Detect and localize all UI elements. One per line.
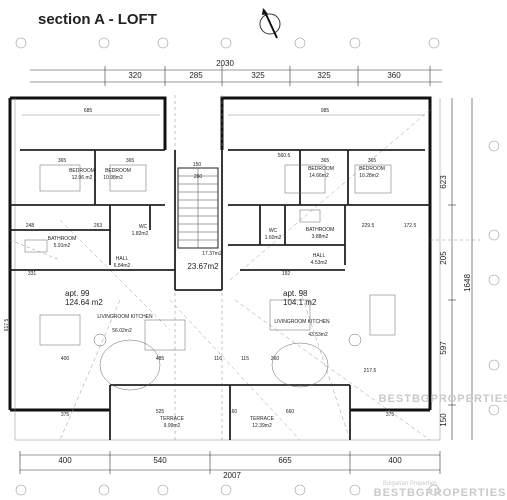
right-seg-2: 205 <box>439 251 448 265</box>
left-seg-1: 617.5 <box>4 319 10 332</box>
dim-365a: 365 <box>58 158 67 164</box>
dim-229: 229.5 <box>362 223 375 229</box>
watermark-right: BESTBGPROPERTIES <box>379 393 507 405</box>
dim-660: 660 <box>286 409 295 415</box>
bedroom-1-area: 12.06 m2 <box>72 175 93 181</box>
bottom-dimension-line <box>19 451 441 474</box>
bathroom-1-area: 5.91m2 <box>54 243 71 249</box>
dim-150: 150 <box>193 162 202 168</box>
bottom-seg-1: 400 <box>58 456 72 465</box>
dim-375a: 375 <box>61 412 70 418</box>
right-dimension-line <box>448 98 473 440</box>
apt-98-name: apt. 98 <box>283 289 308 298</box>
dim-160: 160 <box>229 409 238 415</box>
dim-985: 985 <box>321 108 330 114</box>
top-seg-3: 325 <box>251 71 265 80</box>
apt-99-area: 124.64 m2 <box>65 298 103 307</box>
dim-331: 331 <box>28 271 37 277</box>
bottom-seg-2: 540 <box>153 456 167 465</box>
apartment-labels: apt. 99 124.64 m2 apt. 98 104.1 m2 <box>65 289 317 307</box>
inner-dimension-labels: 685 985 365 365 560.5 365 365 260 150 24… <box>26 108 417 418</box>
living-1-label: LIVINGROOM KITCHEN <box>97 314 153 320</box>
dim-248: 248 <box>26 223 35 229</box>
dim-685: 685 <box>84 108 93 114</box>
dim-485: 485 <box>156 356 165 362</box>
bedroom-3-area: 14.66m2 <box>309 173 329 179</box>
top-total-dim: 2030 <box>216 59 234 68</box>
dim-172: 172.5 <box>404 223 417 229</box>
bedroom-2-area: 10.98m2 <box>103 175 123 181</box>
roof-lines <box>9 95 480 441</box>
stair-treads <box>178 168 218 248</box>
north-arrow-icon <box>259 8 281 39</box>
living-2-area: 43.53m2 <box>308 332 328 338</box>
dim-560: 560.5 <box>278 153 291 159</box>
hall-2-area: 4.53m2 <box>311 260 328 266</box>
top-seg-5: 360 <box>387 71 401 80</box>
hall-1-area: 6.84m2 <box>114 263 131 269</box>
room-labels: BEDROOM 12.06 m2 BEDROOM 10.98m2 BEDROOM… <box>48 166 385 429</box>
bedroom-4-label: BEDROOM <box>359 166 385 172</box>
bathroom-2-area: 3.88m2 <box>312 234 329 240</box>
terrace-2-area: 12.39m2 <box>252 423 272 429</box>
dim-365b: 365 <box>126 158 135 164</box>
slope-diagonals <box>59 109 431 441</box>
terrace-1-label: TERRACE <box>160 416 185 422</box>
grid-axes-top <box>15 37 440 49</box>
dim-217: 217.5 <box>364 368 377 374</box>
terrace-2-label: TERRACE <box>250 416 275 422</box>
furniture <box>24 164 396 391</box>
right-total-dim: 1648 <box>463 274 472 292</box>
wc-1-area: 1.82m2 <box>132 231 149 237</box>
top-seg-2: 285 <box>189 71 203 80</box>
bedroom-3-label: BEDROOM <box>308 166 334 172</box>
dim-365d: 365 <box>368 158 377 164</box>
dim-260: 260 <box>194 174 203 180</box>
bedroom-1-label: BEDROOM <box>69 168 95 174</box>
stair-area: 17.37m2 <box>202 251 222 257</box>
wc-2-label: WC <box>269 228 278 234</box>
top-seg-1: 320 <box>128 71 142 80</box>
dim-365c: 365 <box>321 158 330 164</box>
watermark-sub: Bulgarian Properties <box>383 481 437 487</box>
watermark-bottom: BESTBGPROPERTIES <box>374 487 507 499</box>
outer-walls <box>8 96 432 412</box>
dim-525: 525 <box>156 409 165 415</box>
dim-260b: 260 <box>271 356 280 362</box>
dim-116: 116 <box>214 356 222 362</box>
dim-263: 263 <box>94 223 103 229</box>
plan-title: section A - LOFT <box>38 11 157 28</box>
bathroom-1-label: BATHROOM <box>48 236 77 242</box>
hall-1-label: HALL <box>116 256 129 262</box>
apt-99-name: apt. 99 <box>65 289 90 298</box>
grid-axes-right <box>488 140 500 416</box>
right-seg-3: 597 <box>439 341 448 355</box>
bedroom-2-label: BEDROOM <box>105 168 131 174</box>
apt-98-area: 104.1 m2 <box>283 298 317 307</box>
bottom-seg-3: 665 <box>278 456 292 465</box>
bathroom-2-label: BATHROOM <box>306 227 335 233</box>
wc-1-label: WC <box>139 224 148 230</box>
dim-375b: 375 <box>386 412 395 418</box>
living-1-area: 56.02m2 <box>112 328 132 334</box>
bottom-seg-4: 400 <box>388 456 402 465</box>
right-seg-4: 150 <box>439 413 448 427</box>
dim-192: 192 <box>282 271 291 277</box>
bedroom-4-area: 10.28m2 <box>359 173 379 179</box>
corridor-area: 23.67m2 <box>187 262 219 271</box>
top-dimension-line <box>30 66 442 86</box>
dim-115: 115 <box>241 356 249 362</box>
wc-2-area: 1.60m2 <box>265 235 282 241</box>
terrace-1-area: 9.99m2 <box>164 423 181 429</box>
living-2-label: LIVINGROOM KITCHEN <box>274 319 330 325</box>
top-seg-4: 325 <box>317 71 331 80</box>
bottom-total-dim: 2007 <box>223 471 241 480</box>
interior-walls <box>10 149 430 440</box>
right-seg-1: 623 <box>439 175 448 189</box>
dim-400: 400 <box>61 356 70 362</box>
hall-2-label: HALL <box>313 253 326 259</box>
grid-axes-bottom <box>15 484 440 496</box>
